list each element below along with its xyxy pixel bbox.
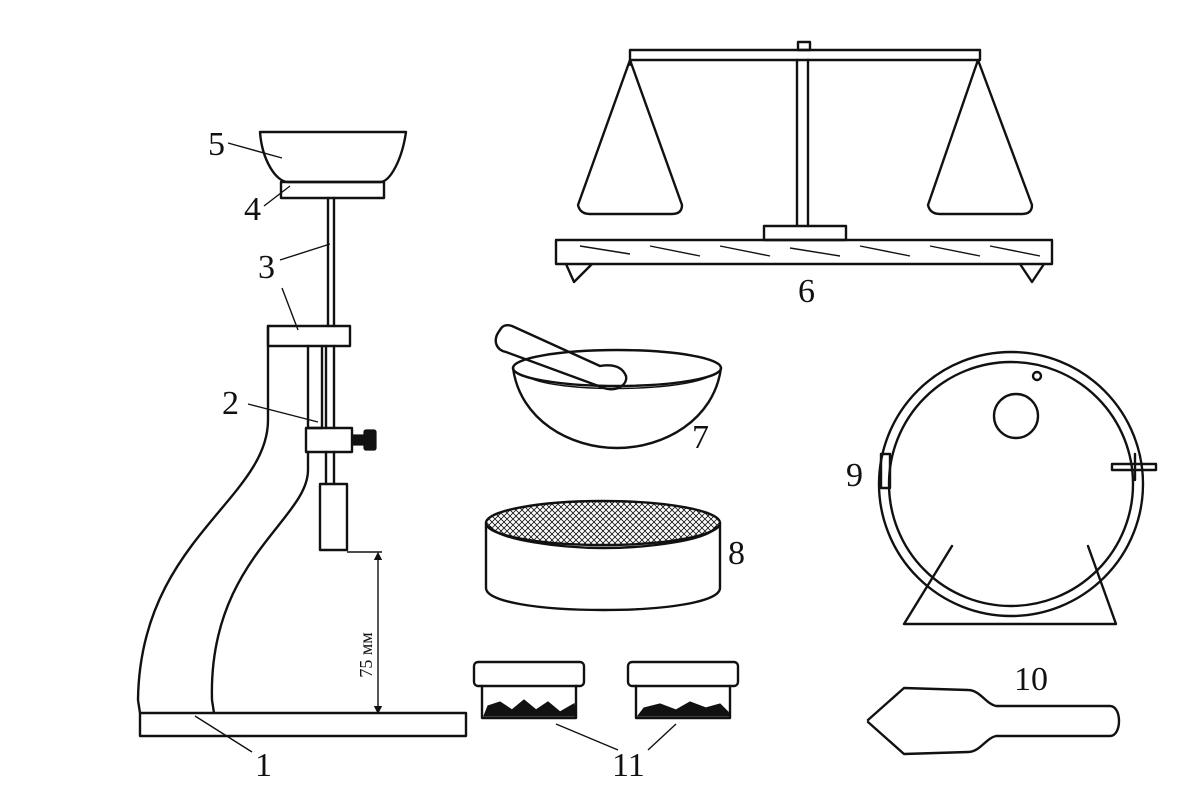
scale-beam xyxy=(628,48,982,62)
oven-indicator xyxy=(1031,370,1043,382)
bowl xyxy=(258,130,408,184)
lower-clamp xyxy=(304,426,354,454)
upper-clamp xyxy=(266,324,352,348)
oven-outer-shell xyxy=(877,350,1145,618)
drying-oven xyxy=(877,350,1158,626)
pestle xyxy=(494,324,628,391)
left-pan xyxy=(576,58,684,216)
platform xyxy=(279,180,386,200)
right-pan xyxy=(926,58,1034,216)
label-8: 8 xyxy=(728,535,745,572)
sieve xyxy=(484,499,722,612)
label-5: 5 xyxy=(208,126,225,163)
scale-base xyxy=(554,238,1054,266)
label-7: 7 xyxy=(692,419,709,456)
label-4: 4 xyxy=(244,191,261,228)
label-2: 2 xyxy=(222,385,239,422)
label-11: 11 xyxy=(612,747,645,784)
scoop xyxy=(866,686,1121,756)
impact-tester: 75 мм xyxy=(136,130,468,753)
label-10: 10 xyxy=(1014,661,1048,698)
oven-hinge xyxy=(879,452,892,490)
oven-window xyxy=(992,392,1040,440)
label-6: 6 xyxy=(798,273,815,310)
oven-stand xyxy=(902,544,1118,626)
scale-post-foot xyxy=(762,224,848,242)
sieve-mesh xyxy=(484,499,722,547)
sample-tins xyxy=(472,660,740,751)
clamp-screw-icon xyxy=(351,434,365,446)
mortar-bowl xyxy=(511,366,723,450)
label-1: 1 xyxy=(255,747,272,784)
sample-tin-right xyxy=(626,660,740,720)
dimension-label: 75 мм xyxy=(356,632,376,677)
striker-weight xyxy=(318,482,349,552)
mortar-and-pestle xyxy=(494,324,723,450)
stand-base xyxy=(138,711,468,738)
label-3: 3 xyxy=(258,249,275,286)
label-9: 9 xyxy=(846,457,863,494)
sample-tin-left xyxy=(472,660,586,720)
stand-column xyxy=(136,324,270,715)
balance-scale xyxy=(554,40,1054,284)
scoop-body xyxy=(866,686,1121,756)
